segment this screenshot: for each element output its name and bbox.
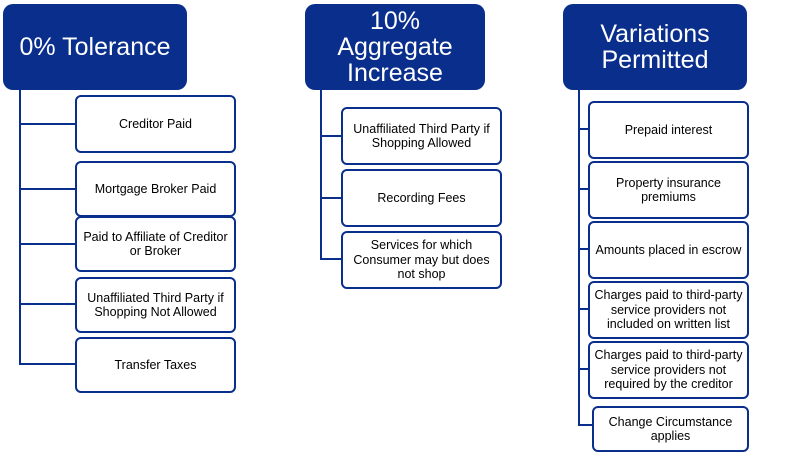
item-box: Transfer Taxes xyxy=(75,337,236,393)
item-box: Prepaid interest xyxy=(588,101,749,159)
connector-trunk xyxy=(320,90,322,260)
item-box: Charges paid to third-party service prov… xyxy=(588,281,749,339)
header-zero-tolerance: 0% Tolerance xyxy=(3,4,187,90)
item-box: Property insurance premiums xyxy=(588,161,749,219)
item-box: Recording Fees xyxy=(341,169,502,227)
connector-branch xyxy=(578,424,594,426)
connector-branch xyxy=(19,243,76,245)
connector-branch xyxy=(19,303,76,305)
header-variations-permitted: Variations Permitted xyxy=(563,4,747,90)
connector-branch xyxy=(578,188,590,190)
connector-trunk xyxy=(578,90,580,426)
connector-branch xyxy=(19,188,76,190)
item-box: Amounts placed in escrow xyxy=(588,221,749,279)
connector-branch xyxy=(578,308,590,310)
item-box: Change Circumstance applies xyxy=(592,406,749,452)
connector-branch xyxy=(320,258,342,260)
connector-branch xyxy=(19,123,76,125)
connector-trunk xyxy=(19,90,21,364)
item-box: Creditor Paid xyxy=(75,95,236,153)
connector-branch xyxy=(578,368,590,370)
header-ten-percent-aggregate: 10% Aggregate Increase xyxy=(305,4,485,90)
connector-branch xyxy=(320,135,342,137)
connector-branch xyxy=(19,363,76,365)
item-box: Unaffiliated Third Party if Shopping Not… xyxy=(75,277,236,333)
item-box: Charges paid to third-party service prov… xyxy=(588,341,749,399)
item-box: Paid to Affiliate of Creditor or Broker xyxy=(75,216,236,272)
item-box: Services for which Consumer may but does… xyxy=(341,231,502,289)
item-box: Unaffiliated Third Party if Shopping All… xyxy=(341,107,502,165)
connector-branch xyxy=(578,248,590,250)
connector-branch xyxy=(578,128,590,130)
connector-branch xyxy=(320,197,342,199)
item-box: Mortgage Broker Paid xyxy=(75,161,236,217)
